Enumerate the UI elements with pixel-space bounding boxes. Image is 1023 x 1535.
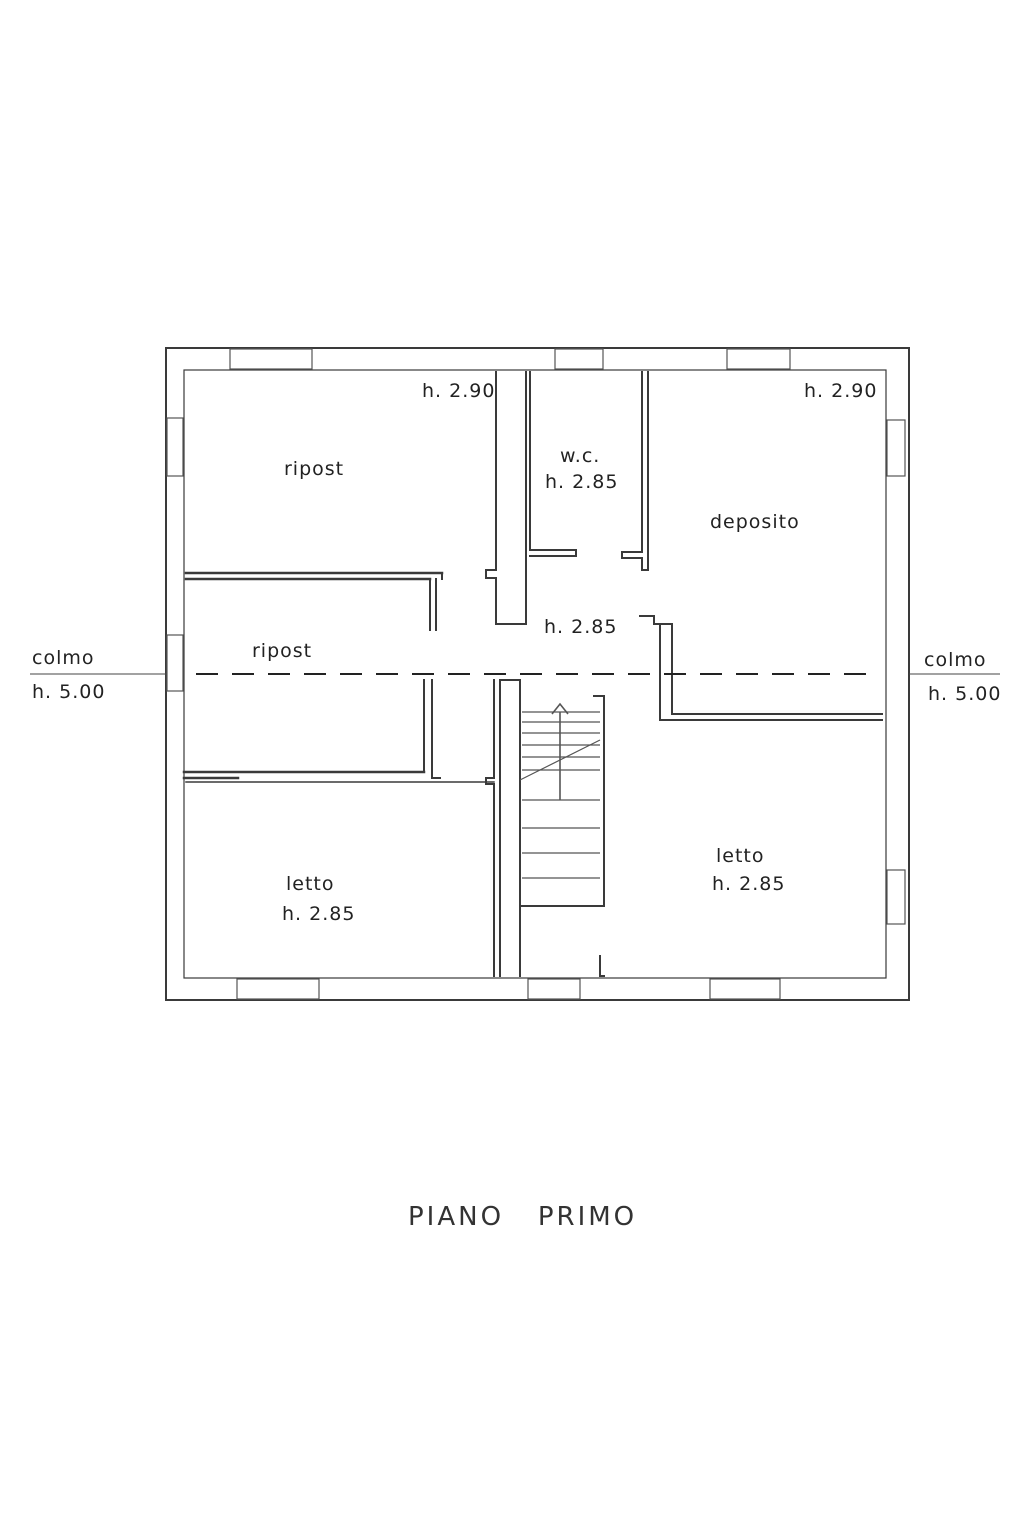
room-height-letto-right: h. 2.85 (712, 873, 785, 895)
height-top-right: h. 2.90 (804, 380, 877, 402)
ridge-height-left: h. 5.00 (32, 681, 105, 703)
window-right-upper (886, 419, 906, 477)
ridge-label-left: colmo (32, 647, 94, 669)
room-label-ripost-lower: ripost (252, 640, 312, 662)
window-left-middle (166, 634, 184, 692)
room-height-letto-left: h. 2.85 (282, 903, 355, 925)
window-top-wc (554, 348, 604, 370)
window-top-left (229, 348, 313, 370)
room-label-deposito: deposito (710, 511, 800, 533)
height-top-left: h. 2.90 (422, 380, 495, 402)
staircase (519, 702, 601, 879)
ridge-label-right: colmo (924, 649, 986, 671)
window-left-upper (166, 417, 184, 477)
stair-arrow-icon (551, 702, 569, 715)
window-right-lower (886, 869, 906, 925)
window-bottom-left (236, 978, 320, 1000)
window-bottom-right (709, 978, 781, 1000)
windows (166, 348, 906, 1000)
window-bottom-stair (527, 978, 581, 1000)
window-top-right (726, 348, 791, 370)
ridge-height-right: h. 5.00 (928, 683, 1001, 705)
height-corridor: h. 2.85 (544, 616, 617, 638)
room-label-ripost-upper: ripost (284, 458, 344, 480)
room-height-wc: h. 2.85 (545, 471, 618, 493)
interior-walls (182, 371, 883, 977)
plan-title: PIANO PRIMO (408, 1202, 637, 1232)
room-label-letto-right: letto (716, 845, 765, 867)
room-label-wc: w.c. (560, 445, 600, 467)
room-label-letto-left: letto (286, 873, 335, 895)
